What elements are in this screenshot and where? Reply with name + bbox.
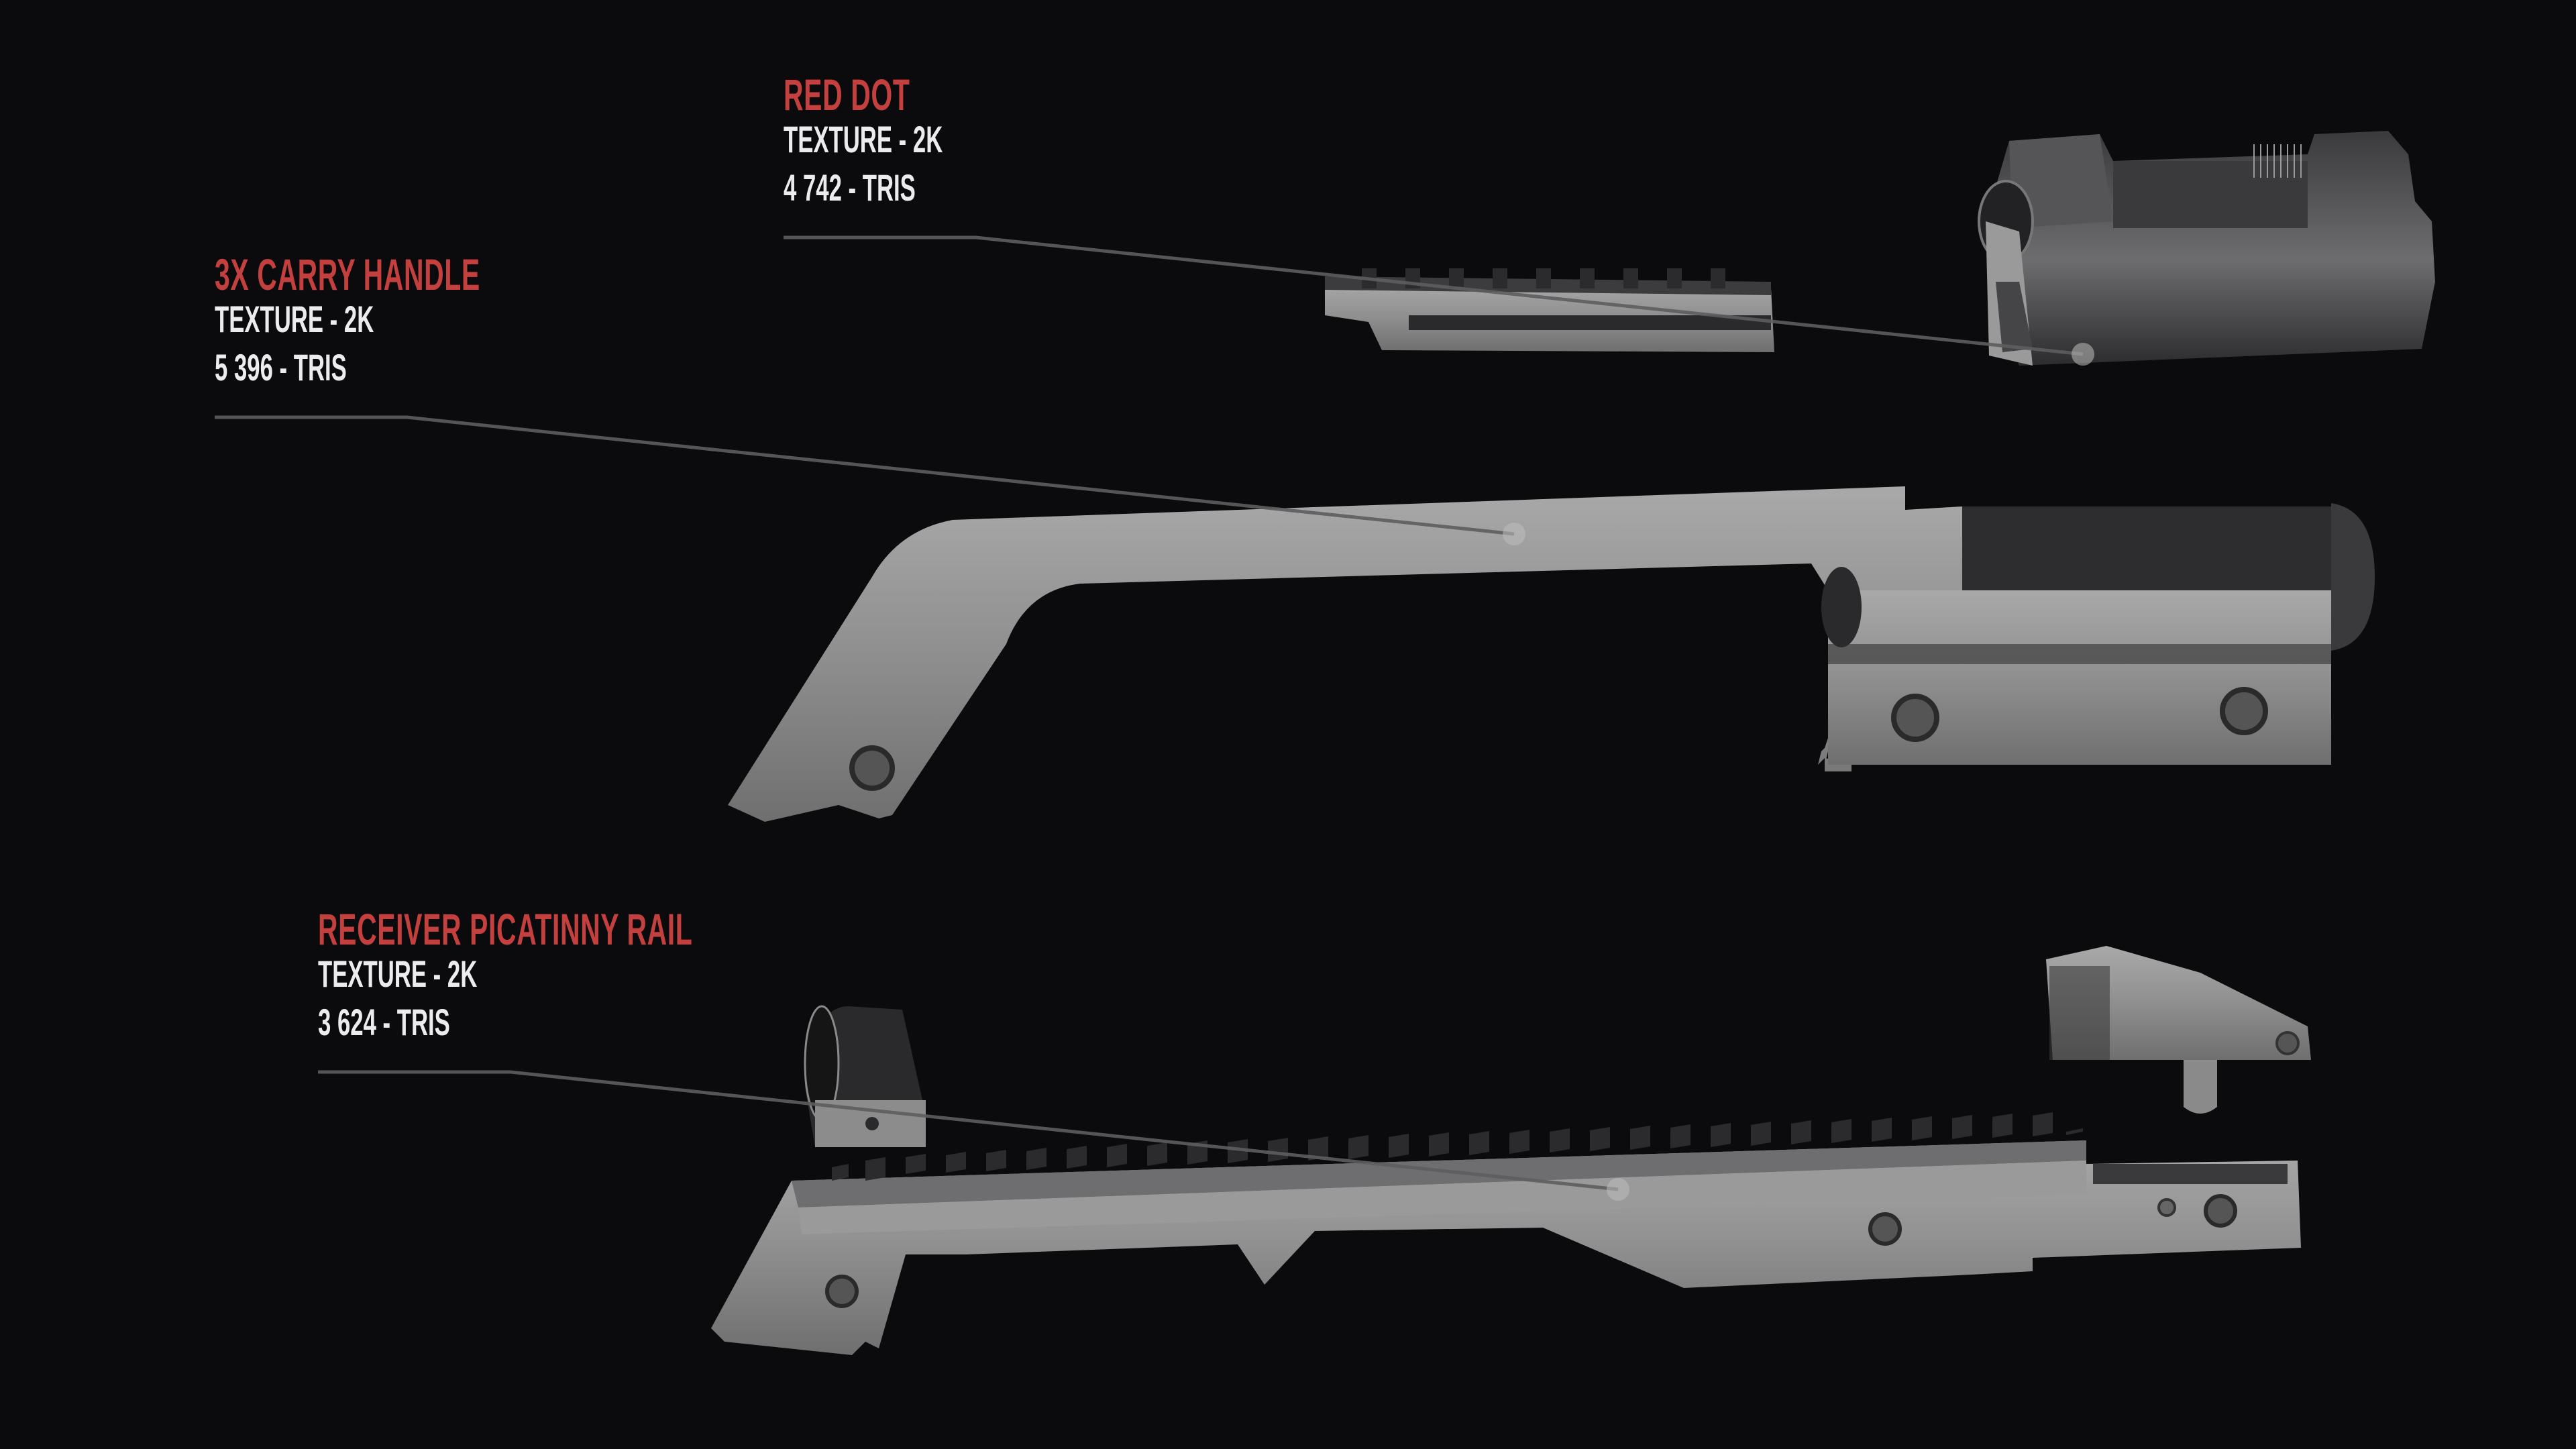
endpoint-dot-receiver-rail — [1607, 1178, 1629, 1201]
texture-info: TEXTURE - 2K — [318, 953, 478, 995]
receiver-rail-model — [711, 1112, 2301, 1355]
red-dot-label: RED DOT TEXTURE - 2K 4 742 - TRIS — [784, 72, 1040, 217]
part-title: RED DOT — [784, 70, 910, 119]
leader-lines — [215, 235, 2084, 1191]
tris-count: 3 624 - TRIS — [318, 1001, 450, 1043]
carry-handle-label: 3X CARRY HANDLE TEXTURE - 2K 5 396 - TRI… — [215, 252, 643, 397]
part-title: RECEIVER PICATINNY RAIL — [318, 904, 693, 954]
carry-handle-model — [728, 486, 2375, 822]
leader-endpoints — [1503, 343, 2094, 1201]
tris-count: 5 396 - TRIS — [215, 346, 347, 388]
texture-info: TEXTURE - 2K — [215, 298, 374, 340]
receiver-rail-label: RECEIVER PICATINNY RAIL TEXTURE - 2K 3 6… — [318, 907, 922, 1052]
rail-teeth — [832, 1112, 2083, 1181]
rear-sight-model — [2046, 946, 2311, 1114]
red-dot-mount-model — [1325, 268, 1774, 352]
tris-count: 4 742 - TRIS — [784, 166, 916, 209]
leader-line-receiver-rail — [318, 1070, 1619, 1191]
endpoint-dot-carry-handle — [1503, 523, 1525, 545]
texture-info: TEXTURE - 2K — [784, 118, 943, 160]
endpoint-dot-red-dot — [2072, 343, 2094, 366]
part-title: 3X CARRY HANDLE — [215, 250, 480, 299]
leader-line-red-dot — [784, 235, 2084, 356]
leader-line-carry-handle — [215, 415, 1515, 536]
red-dot-sight-model — [1978, 131, 2435, 366]
